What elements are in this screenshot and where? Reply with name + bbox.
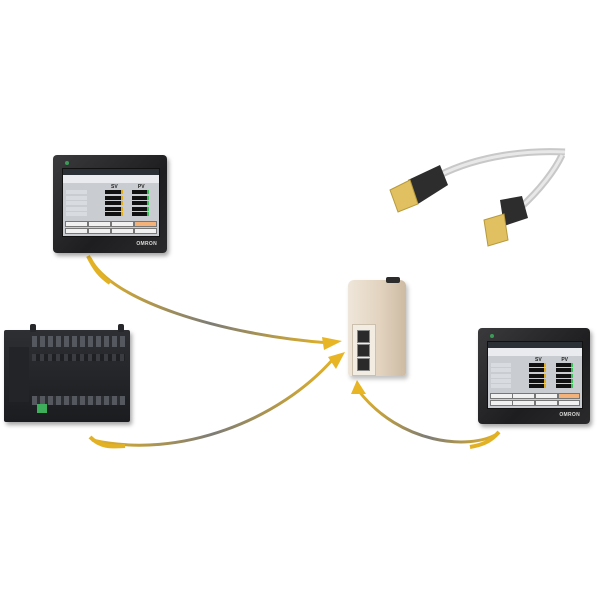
- hmi-panel-top-left: SV PV OMRON: [53, 155, 167, 253]
- plc-controller: [4, 324, 130, 422]
- ethernet-port-3: [357, 358, 370, 371]
- ethernet-switch: [348, 277, 406, 376]
- arrow-plc-to-switch: [88, 352, 345, 449]
- rj45-connector-left: [389, 165, 448, 213]
- pv-column-label: PV: [137, 184, 145, 191]
- hmi-screen: SV PV: [62, 168, 160, 237]
- arrow-hmi-to-switch: [86, 255, 342, 350]
- sv-column-label: SV: [111, 184, 118, 191]
- rj45-connector-right: [483, 196, 528, 247]
- brand-label: OMRON: [559, 412, 580, 418]
- ethernet-port-1: [357, 330, 370, 343]
- sv-column-label: SV: [535, 357, 542, 364]
- connector-icon: [36, 403, 47, 413]
- ethernet-cable: [389, 148, 566, 247]
- status-led-icon: [490, 334, 494, 338]
- hmi-panel-right: SV PV OMRON: [478, 328, 590, 424]
- arrow-hmi-right-to-switch: [351, 380, 501, 449]
- hmi-screen: SV PV: [487, 341, 583, 409]
- ethernet-port-2: [357, 344, 370, 357]
- pv-column-label: PV: [561, 357, 568, 364]
- status-led-icon: [65, 161, 69, 165]
- brand-label: OMRON: [136, 241, 157, 247]
